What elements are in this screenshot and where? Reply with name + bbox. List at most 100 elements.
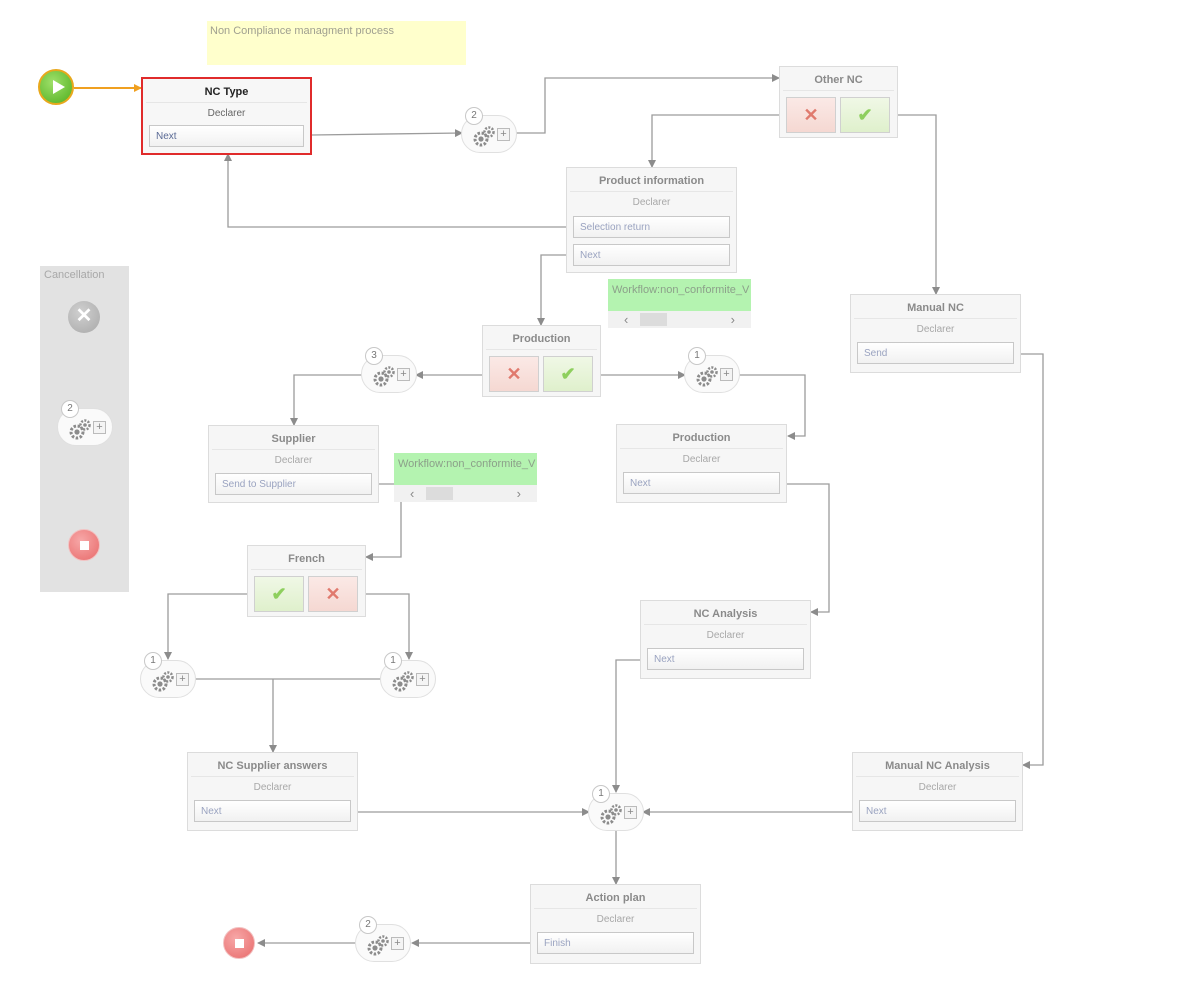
task-title: NC Type xyxy=(146,86,307,103)
chevron-left-icon[interactable]: ‹ xyxy=(624,312,629,327)
reject-close-icon[interactable]: ✕ xyxy=(786,97,836,133)
gateway-node[interactable]: 2 + xyxy=(461,107,517,153)
end-event-stop-icon[interactable] xyxy=(223,927,255,959)
approve-check-icon[interactable]: ✔ xyxy=(543,356,593,392)
task-title: Product information xyxy=(570,175,733,192)
reject-close-icon[interactable]: ✕ xyxy=(308,576,358,612)
nc-analysis-task[interactable]: NC Analysis Declarer Next xyxy=(640,600,811,679)
approve-check-icon[interactable]: ✔ xyxy=(840,97,890,133)
task-role: Declarer xyxy=(274,455,313,466)
cancellation-end-icon[interactable] xyxy=(68,529,100,561)
gateway-node[interactable]: 2 + xyxy=(355,916,411,962)
gear-icon xyxy=(69,419,91,440)
gateway-node[interactable]: 1 + xyxy=(140,652,196,698)
task-title: Action plan xyxy=(534,892,697,909)
flow-manual-nc-to-manual-nc-analysis xyxy=(1014,353,1044,769)
task-role: Declarer xyxy=(916,324,955,335)
task-title: Manual NC xyxy=(854,302,1017,319)
reject-close-icon[interactable]: ✕ xyxy=(489,356,539,392)
task-role: Declarer xyxy=(682,454,721,465)
plus-icon[interactable]: + xyxy=(416,673,429,686)
manual-nc-analysis-task[interactable]: Manual NC Analysis Declarer Next xyxy=(852,752,1023,831)
product-information-task[interactable]: Product information Declarer Selection r… xyxy=(566,167,737,273)
gateway-count-badge: 1 xyxy=(688,347,706,365)
plus-icon[interactable]: + xyxy=(391,937,404,950)
task-title: NC Analysis xyxy=(644,608,807,625)
gear-icon xyxy=(696,366,718,387)
task-role: Declarer xyxy=(632,197,671,208)
plus-icon[interactable]: + xyxy=(176,673,189,686)
task-role: Declarer xyxy=(253,782,292,793)
next-button[interactable]: Next xyxy=(149,125,304,147)
workflow-subprocess[interactable]: Workflow:non_conformite_V ‹ › xyxy=(394,453,537,502)
flow-french-yes-to-gateway xyxy=(164,593,254,660)
nc-supplier-answers-task[interactable]: NC Supplier answers Declarer Next xyxy=(187,752,358,831)
gear-icon xyxy=(392,671,414,692)
gateway-count-badge: 2 xyxy=(465,107,483,125)
task-title: Production xyxy=(620,432,783,449)
chevron-right-icon[interactable]: › xyxy=(730,312,735,327)
workflow-subprocess[interactable]: Workflow:non_conformite_V ‹ › xyxy=(608,279,751,328)
gateway-node[interactable]: 1 + xyxy=(380,652,436,698)
send-to-supplier-button[interactable]: Send to Supplier xyxy=(215,473,372,495)
gateway-node[interactable]: 1 + xyxy=(588,785,644,831)
plus-icon[interactable]: + xyxy=(397,368,410,381)
manual-nc-task[interactable]: Manual NC Declarer Send xyxy=(850,294,1021,373)
next-button[interactable]: Next xyxy=(573,244,730,266)
nc-type-task[interactable]: NC Type Declarer Next xyxy=(141,77,312,155)
workflow-scrollbar[interactable]: ‹ › xyxy=(608,311,751,328)
plus-icon[interactable]: + xyxy=(93,421,106,434)
decision-title: Production xyxy=(486,333,597,350)
flow-nc-type-to-gateway xyxy=(311,129,463,138)
flow-other-nc-yes-to-manual-nc xyxy=(893,114,940,295)
approve-check-icon[interactable]: ✔ xyxy=(254,576,304,612)
chevron-left-icon[interactable]: ‹ xyxy=(410,486,415,501)
gear-icon xyxy=(373,366,395,387)
scrollbar-thumb[interactable] xyxy=(640,313,667,326)
production-task[interactable]: Production Declarer Next xyxy=(616,424,787,503)
supplier-task[interactable]: Supplier Declarer Send to Supplier xyxy=(208,425,379,503)
french-decision[interactable]: French ✔ ✕ xyxy=(247,545,366,617)
selection-return-button[interactable]: Selection return xyxy=(573,216,730,238)
gear-icon xyxy=(152,671,174,692)
decision-title: Other NC xyxy=(783,74,894,91)
finish-button[interactable]: Finish xyxy=(537,932,694,954)
workflow-label: Workflow:non_conformite_V xyxy=(394,453,537,485)
gateway-count-badge: 2 xyxy=(359,916,377,934)
gear-icon xyxy=(473,126,495,147)
gateway-count-badge: 3 xyxy=(365,347,383,365)
next-button[interactable]: Next xyxy=(647,648,804,670)
gateway-node[interactable]: 1 + xyxy=(684,347,740,393)
start-event-play-icon[interactable] xyxy=(38,69,74,105)
next-button[interactable]: Next xyxy=(859,800,1016,822)
flow-nc-analysis-to-gateway xyxy=(612,659,647,793)
task-role: Declarer xyxy=(706,630,745,641)
process-title-note: Non Compliance managment process xyxy=(207,21,466,65)
gateway-count-badge: 1 xyxy=(144,652,162,670)
gateway-count-badge: 1 xyxy=(592,785,610,803)
other-nc-decision[interactable]: Other NC ✕ ✔ xyxy=(779,66,898,138)
decision-title: French xyxy=(251,553,362,570)
chevron-right-icon[interactable]: › xyxy=(516,486,521,501)
plus-icon[interactable]: + xyxy=(497,128,510,141)
workflow-label: Workflow:non_conformite_V xyxy=(608,279,751,311)
next-button[interactable]: Next xyxy=(623,472,780,494)
workflow-scrollbar[interactable]: ‹ › xyxy=(394,485,537,502)
next-button[interactable]: Next xyxy=(194,800,351,822)
send-button[interactable]: Send xyxy=(857,342,1014,364)
scrollbar-thumb[interactable] xyxy=(426,487,453,500)
gateway-count-badge: 1 xyxy=(384,652,402,670)
plus-icon[interactable]: + xyxy=(624,806,637,819)
task-title: Manual NC Analysis xyxy=(856,760,1019,777)
action-plan-task[interactable]: Action plan Declarer Finish xyxy=(530,884,701,964)
production-decision[interactable]: Production ✕ ✔ xyxy=(482,325,601,397)
gateway-node[interactable]: 3 + xyxy=(361,347,417,393)
cancellation-gateway[interactable]: 2 + xyxy=(57,400,113,446)
plus-icon[interactable]: + xyxy=(720,368,733,381)
flow-other-nc-no-to-product-info xyxy=(648,114,785,168)
task-role: Declarer xyxy=(918,782,957,793)
flow-production-to-nc-analysis xyxy=(779,483,830,616)
task-title: NC Supplier answers xyxy=(191,760,354,777)
flow-gateway-to-other-nc xyxy=(516,74,780,134)
cancel-event-icon[interactable]: ✕ xyxy=(68,301,100,333)
